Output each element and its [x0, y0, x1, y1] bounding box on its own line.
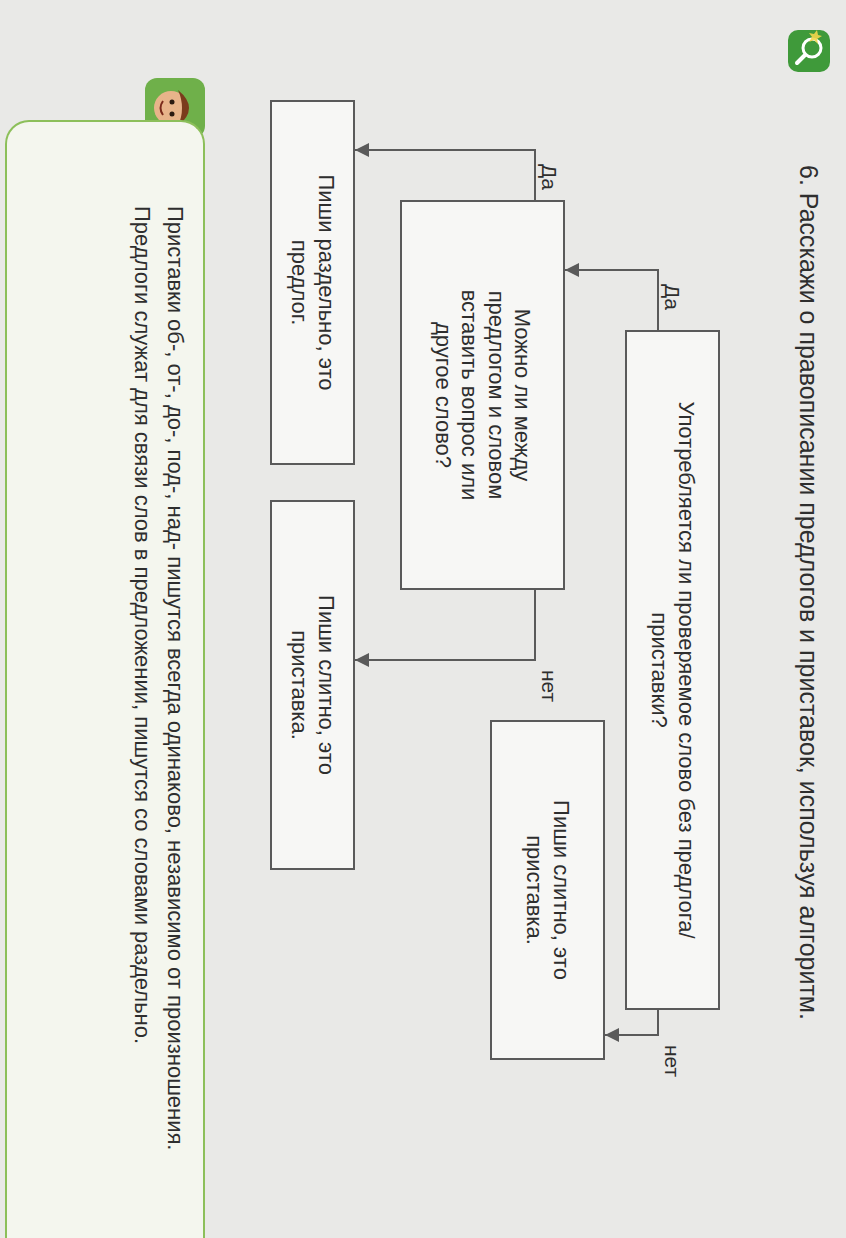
node-text: Пиши слитно, это приставка.: [286, 582, 339, 788]
node-text: Предлоги служат для связи слов в предлож…: [128, 182, 157, 1214]
edge-label: Да: [661, 282, 684, 312]
title: 6. Расскажи о правописании предлогов и п…: [793, 165, 824, 1225]
edge-label: Да: [538, 162, 561, 192]
node-text: Употребляется ли проверяемое слово без п…: [646, 352, 699, 988]
flow-arrow: [355, 150, 535, 200]
flow-arrow: [605, 1010, 658, 1035]
search-icon: [788, 30, 830, 72]
process-box: Пиши раздельно, это предлог.: [270, 100, 355, 465]
flow-arrow: [565, 270, 658, 330]
decision-box: Можно ли между предлогом и словом встави…: [400, 200, 565, 590]
node-text: Пиши раздельно, это предлог.: [286, 172, 339, 393]
rule-box: Приставки об-, от-, до-, под-, над- пишу…: [5, 120, 205, 1238]
edge-label: нет: [538, 668, 561, 704]
process-box: Пиши слитно, это приставка.: [270, 500, 355, 870]
node-text: Приставки об-, от-, до-, под-, над- пишу…: [160, 182, 189, 1214]
edge-label: нет: [661, 1043, 684, 1079]
flow-arrow: [355, 590, 535, 660]
node-text: Можно ли между предлогом и словом встави…: [430, 262, 536, 528]
process-box: Пиши слитно, это приставка.: [490, 720, 605, 1060]
node-text: Пиши слитно, это приставка.: [521, 792, 574, 988]
decision-box: Употребляется ли проверяемое слово без п…: [625, 330, 720, 1010]
